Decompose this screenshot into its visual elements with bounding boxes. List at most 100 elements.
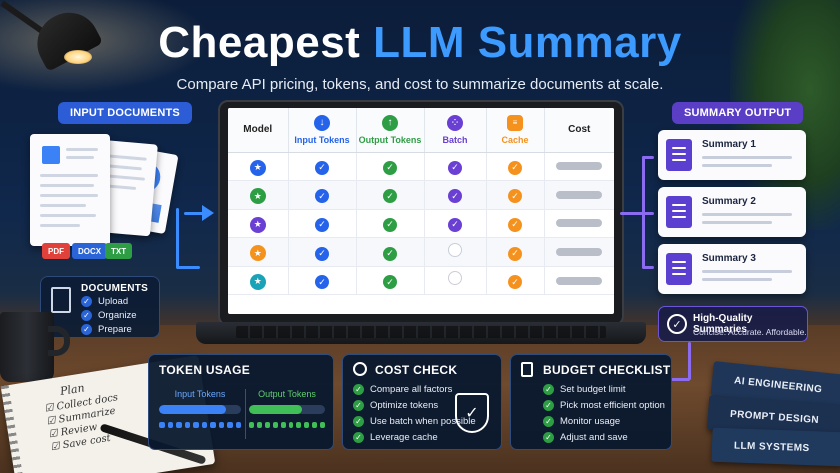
connector-line (670, 378, 690, 381)
output-cell: ✓ (356, 152, 425, 182)
summary-label: Summary 2 (702, 196, 756, 207)
input-cell: ✓ (288, 209, 357, 239)
output-check-icon: ✓ (383, 246, 397, 261)
input-check-icon: ✓ (315, 217, 329, 232)
book-spine: LLM SYSTEMS (711, 427, 840, 467)
input-check-icon: ✓ (315, 189, 329, 204)
connector-line (176, 208, 179, 268)
model-star-icon: ★ (249, 159, 266, 176)
arrow-right-icon (642, 156, 654, 159)
output-cell: ✓ (356, 266, 425, 296)
header-input-tokens: ↓ Input Tokens (288, 108, 357, 153)
budget-checklist-title: BUDGET CHECKLIST (543, 363, 671, 377)
output-tokens-segments (249, 422, 326, 428)
summary-label: Summary 1 (702, 139, 756, 150)
quality-tagline: Concise. Accurate. Affordable. (693, 327, 807, 337)
cost-check-card: COST CHECK ✓Compare all factors✓Optimize… (342, 354, 502, 450)
table-row: ★ ✓ ✓ ✓ (228, 266, 614, 296)
shield-check-icon: ✓ (455, 393, 489, 433)
check-icon: ✓ (81, 324, 92, 335)
table-row: ★ ✓ ✓ ✓ ✓ (228, 209, 614, 239)
output-check-icon: ✓ (383, 217, 397, 232)
header-cost: Cost (544, 108, 614, 153)
cost-cell (544, 180, 614, 210)
cost-check-title: COST CHECK (375, 363, 458, 377)
title-part-1: Cheapest (158, 18, 361, 67)
check-icon: ✓ (353, 384, 364, 395)
summary-output-label: SUMMARY OUTPUT (672, 102, 804, 124)
arrow-right-icon (642, 266, 654, 269)
notebook-heading: Plan (59, 381, 86, 398)
summary-card: Summary 3 (658, 244, 806, 294)
summary-card: Summary 1 (658, 130, 806, 180)
clipboard-icon (521, 362, 533, 377)
output-check-icon: ✓ (383, 189, 397, 204)
check-icon: ✓ (543, 416, 554, 427)
model-cell: ★ (228, 266, 289, 296)
cache-check-icon: ✓ (508, 217, 522, 232)
docx-tag: DOCX (72, 243, 108, 259)
header-model: Model (228, 108, 289, 153)
cache-cell: ✓ (486, 209, 545, 239)
documents-step: ✓Upload (81, 296, 137, 307)
checklist-item: ✓Adjust and save (543, 432, 665, 443)
output-check-icon: ✓ (383, 275, 397, 290)
check-icon: ✓ (353, 400, 364, 411)
batch-cell (424, 266, 487, 296)
model-cell: ★ (228, 152, 289, 182)
cache-cell: ✓ (486, 237, 545, 267)
arrow-head-icon (202, 205, 214, 221)
connector-line (176, 266, 200, 269)
txt-tag: TXT (105, 243, 133, 259)
cost-placeholder (556, 190, 603, 199)
cache-cell: ✓ (486, 266, 545, 296)
connector-line (688, 342, 691, 380)
input-check-icon: ✓ (315, 246, 329, 261)
group-icon: ⁘ (447, 114, 463, 131)
document-sheet-front (30, 134, 110, 246)
check-icon: ✓ (353, 416, 364, 427)
lamp-bulb (64, 50, 92, 64)
input-cell: ✓ (288, 237, 357, 267)
arrow-right-icon (184, 212, 206, 215)
batch-cell: ✓ (424, 180, 487, 210)
batch-cell (424, 237, 487, 267)
pdf-tag: PDF (42, 243, 70, 259)
document-icon (51, 287, 71, 313)
batch-check-icon: ✓ (448, 160, 462, 175)
input-check-icon: ✓ (315, 160, 329, 175)
title-part-2: LLM Summary (373, 18, 682, 67)
cost-cell (544, 266, 614, 296)
cache-check-icon: ✓ (508, 189, 522, 204)
doc-image-icon (42, 146, 60, 164)
model-star-icon: ★ (249, 245, 266, 262)
summary-document-icon (666, 253, 692, 285)
cost-placeholder (556, 219, 603, 228)
page-title: Cheapest LLM Summary (0, 18, 840, 68)
checklist-item: ✓Use batch when possible (353, 416, 476, 427)
output-tokens-label: Output Tokens (258, 389, 316, 399)
model-star-icon: ★ (249, 188, 266, 205)
check-icon: ✓ (543, 432, 554, 443)
batch-empty-icon (448, 271, 462, 286)
table-header-row: Model ↓ Input Tokens ↑ Output Tokens ⁘ B… (228, 108, 614, 153)
model-star-icon: ★ (249, 216, 266, 233)
output-tokens-bar (249, 405, 325, 414)
input-cell: ✓ (288, 152, 357, 182)
batch-check-icon: ✓ (448, 189, 462, 204)
header-cache: ≡ Cache (486, 108, 545, 153)
cost-placeholder (556, 276, 603, 285)
output-cell: ✓ (356, 180, 425, 210)
check-circle-icon: ✓ (667, 314, 687, 334)
laptop-keyboard (236, 326, 606, 338)
check-icon: ✓ (543, 384, 554, 395)
documents-step: ✓Organize (81, 310, 137, 321)
table-row: ★ ✓ ✓ ✓ ✓ (228, 180, 614, 210)
checklist-item: ✓Set budget limit (543, 384, 665, 395)
table-row: ★✓✓✓✓ (228, 152, 614, 182)
batch-check-icon: ✓ (448, 217, 462, 232)
summary-card: Summary 2 (658, 187, 806, 237)
cost-placeholder (556, 162, 603, 171)
input-check-icon: ✓ (315, 275, 329, 290)
summary-label: Summary 3 (702, 253, 756, 264)
